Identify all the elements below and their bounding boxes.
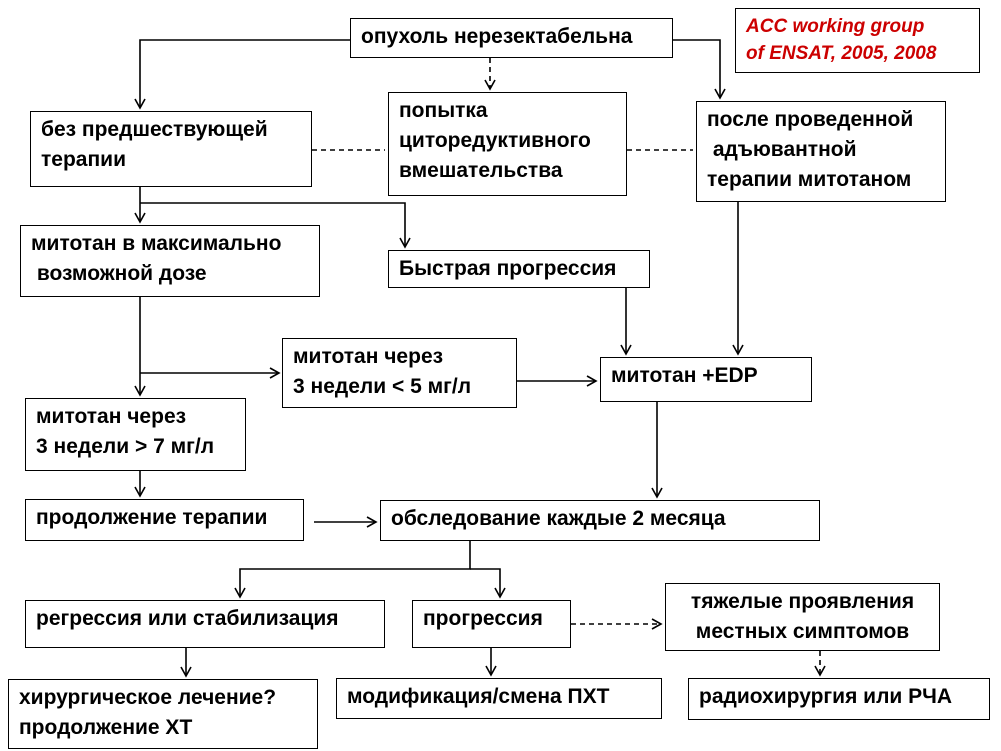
node-mitotane-low-level: митотан через 3 недели < 5 мг/л bbox=[282, 338, 517, 408]
arrow-unresectable-to-no-prior bbox=[134, 39, 350, 110]
node-cytoreductive-attempt: попытка циторедуктивного вмешательства bbox=[388, 92, 627, 196]
arrow-unresectable-to-after-adjuvant bbox=[673, 39, 726, 100]
arrow-no-prior-to-rapid-progression bbox=[140, 202, 411, 249]
node-no-prior-therapy: без предшествующей терапии bbox=[30, 111, 312, 187]
reference-line-2: of ENSAT, 2005, 2008 bbox=[746, 43, 937, 64]
node-mitotane-edp: митотан +EDP bbox=[600, 357, 812, 402]
node-severe-local-symptoms: тяжелые проявления местных симптомов bbox=[665, 583, 940, 651]
node-modify-change-pct: модификация/смена ПХТ bbox=[336, 678, 662, 719]
node-surgery-continue-ct: хирургическое лечение? продолжение ХТ bbox=[8, 679, 318, 749]
reference-line-1: ACC working group bbox=[746, 16, 925, 37]
node-radiosurgery-rfa: радиохирургия или РЧА bbox=[688, 678, 990, 720]
node-regression-stabilization: регрессия или стабилизация bbox=[25, 600, 385, 648]
arrow-exam-to-regression bbox=[234, 541, 471, 599]
node-mitotane-high-level: митотан через 3 недели > 7 мг/л bbox=[25, 398, 246, 471]
node-after-adjuvant: после проведенной адъювантной терапии ми… bbox=[696, 101, 946, 202]
reference-label: ACC working group of ENSAT, 2005, 2008 bbox=[735, 8, 980, 73]
node-continue-therapy: продолжение терапии bbox=[25, 499, 304, 541]
arrow-exam-to-progression bbox=[470, 568, 506, 599]
node-mitotane-max-dose: митотан в максимально возможной дозе bbox=[20, 225, 320, 297]
node-rapid-progression: Быстрая прогрессия bbox=[388, 250, 650, 288]
node-progression: прогрессия bbox=[412, 600, 571, 648]
node-unresectable: опухоль нерезектабельна bbox=[350, 18, 673, 58]
node-exam-every-2-months: обследование каждые 2 месяца bbox=[380, 500, 820, 541]
